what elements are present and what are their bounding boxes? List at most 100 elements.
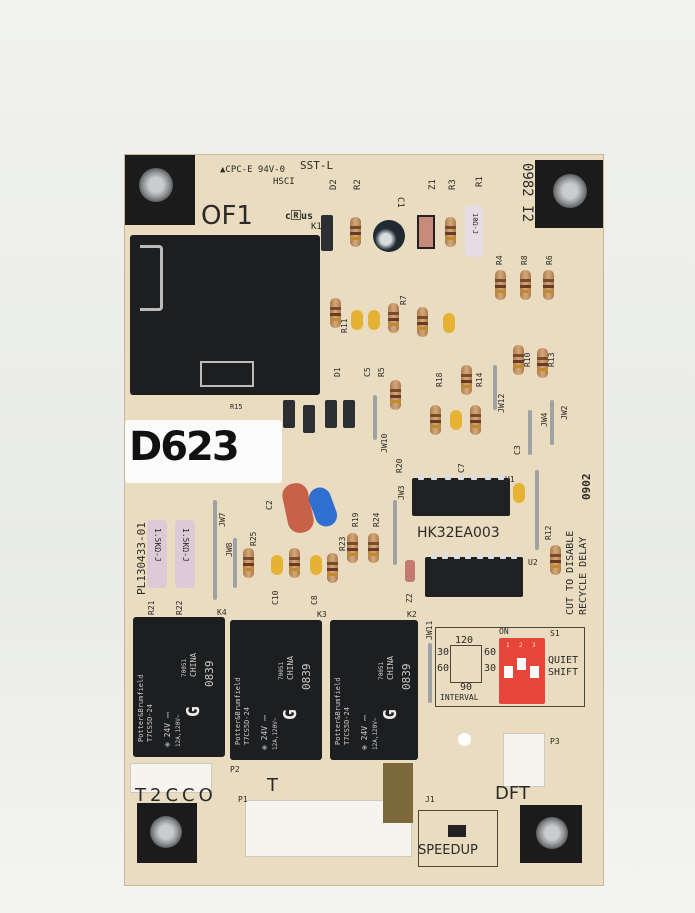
- relay-rating: 12A,120V~: [372, 717, 379, 750]
- resistor-r20: [390, 380, 401, 410]
- power-resistor-r21: 1.5KΩ-J: [147, 520, 167, 588]
- ref-label: R20: [395, 458, 404, 473]
- ref-label: R21: [147, 600, 156, 615]
- resistor-r2: [350, 217, 361, 247]
- interval-90: 90: [460, 682, 473, 693]
- relay-coil: ⊕ 24V ⎓: [360, 714, 369, 750]
- ref-label: JW2: [560, 405, 569, 420]
- ref-label: R24: [372, 512, 381, 527]
- capacitor: [443, 313, 455, 333]
- relay-k3: Potter&Brumfield T7CS5D-24 ⊕ 24V ⎓ 12A,1…: [230, 620, 322, 760]
- relay-rating: 12A,120V~: [272, 717, 279, 750]
- ref-label: D2: [329, 179, 339, 190]
- ref-label: C5: [363, 367, 372, 377]
- spade-terminal: [200, 361, 254, 387]
- rev-marking: 0902: [580, 473, 593, 501]
- ref-label: S1: [550, 629, 560, 638]
- ref-label: R18: [435, 372, 444, 387]
- ref-label: JW10: [380, 433, 389, 453]
- inventory-sticker: D623: [125, 420, 282, 483]
- capacitor-c3: [513, 483, 525, 503]
- ref-label: D1: [333, 367, 342, 377]
- sst-marking: SST-L: [300, 159, 334, 172]
- dip-label: 3: [532, 642, 536, 649]
- ref-label: R23: [338, 536, 347, 551]
- jumper-jw10: [373, 395, 377, 440]
- ref-label: C10: [271, 590, 280, 605]
- mounting-hole: [536, 817, 568, 849]
- interval-label: INTERVAL: [440, 693, 479, 702]
- dip-switch-s1[interactable]: 1 2 3: [499, 638, 545, 704]
- interval-60: 60: [437, 663, 450, 674]
- ref-label: R2: [353, 179, 363, 190]
- relay-brand: Potter&Brumfield: [234, 677, 242, 745]
- relay-coil: ⊕ 24V ⎓: [260, 714, 269, 750]
- ref-label: P2: [230, 765, 240, 774]
- capacitor-c1: [373, 220, 405, 252]
- capacitor-c8: [310, 555, 322, 575]
- relay-origin: CHINA: [286, 655, 295, 680]
- relay-k4: Potter&Brumfield T7CS5D-24 ⊕ 24V ⎓ 12A,1…: [133, 617, 225, 757]
- speedup-area: [418, 810, 498, 867]
- dip-toggle-2[interactable]: [517, 658, 526, 670]
- interval-30: 30: [437, 647, 450, 658]
- ref-label: U2: [528, 558, 538, 567]
- jumper-jw2: [550, 400, 554, 445]
- ref-label: R11: [340, 318, 349, 333]
- t-label: T: [267, 775, 278, 796]
- resistor-r19: [347, 533, 358, 563]
- resistor-r23: [327, 553, 338, 583]
- circuit-board: ▲CPC-E 94V-0 HSCI SST-L c🅁us OF1 K1 0982…: [125, 155, 603, 885]
- dip-toggle-1[interactable]: [504, 666, 513, 678]
- connector-p3[interactable]: [503, 733, 545, 787]
- connector-p2[interactable]: [130, 763, 212, 793]
- capacitor-c7: [450, 410, 462, 430]
- mounting-hole: [139, 168, 173, 202]
- terminal-labels: T2CCO: [135, 785, 217, 806]
- shift-label: SHIFT: [548, 667, 579, 678]
- relay-origin: CHINA: [189, 652, 198, 677]
- spade-terminal: [140, 245, 163, 311]
- relay-date: 0839: [400, 663, 413, 691]
- relay-coil: ⊕ 24V ⎓: [163, 711, 172, 747]
- mounting-pad-top-right: [535, 160, 603, 228]
- date-code: 0982 I2: [519, 163, 535, 223]
- ref-label: K2: [407, 610, 417, 619]
- jumper-jw8: [233, 538, 237, 588]
- ref-label: R4: [495, 255, 504, 265]
- dip-toggle-3[interactable]: [530, 666, 539, 678]
- mounting-hole: [458, 733, 471, 746]
- ref-label: R19: [351, 512, 360, 527]
- ref-label: R5: [377, 367, 386, 377]
- ref-label: R14: [475, 372, 484, 387]
- ref-label: JW3: [397, 485, 406, 500]
- mounting-hole: [150, 816, 182, 848]
- relay-origin: CHINA: [386, 655, 395, 680]
- ref-label: R15: [230, 403, 243, 411]
- ref-label: C7: [457, 463, 466, 473]
- resistor-r7: [388, 303, 399, 333]
- on-label: ON: [499, 627, 509, 636]
- ref-label: R10: [523, 352, 532, 367]
- ref-label: R12: [544, 525, 553, 540]
- ref-label: JW7: [218, 512, 227, 527]
- resistor-r18: [430, 405, 441, 435]
- k1-label: K1: [311, 222, 322, 232]
- ul-logo: c🅁us: [285, 211, 314, 222]
- resistor-r5: [417, 307, 428, 337]
- chip-label: HK32EA003: [417, 525, 500, 541]
- relay-mark: G: [280, 709, 301, 720]
- ref-label: R6: [545, 255, 554, 265]
- mounting-pad-bottom-right: [520, 805, 582, 863]
- interval-30: 30: [484, 663, 497, 674]
- resistor-r11: [330, 298, 341, 328]
- speedup-jumper-j1[interactable]: [448, 825, 466, 837]
- settings-area: [435, 627, 585, 707]
- relay-mark: G: [380, 709, 401, 720]
- resistor: [470, 405, 481, 435]
- cut-note-line-1: CUT TO DISABLE: [565, 530, 576, 615]
- resistor-r13: [537, 348, 548, 378]
- jumper-jw11: [428, 643, 432, 703]
- relay-rating: 12A,120V~: [175, 714, 182, 747]
- relay-model: T7CS5D-24: [243, 707, 251, 745]
